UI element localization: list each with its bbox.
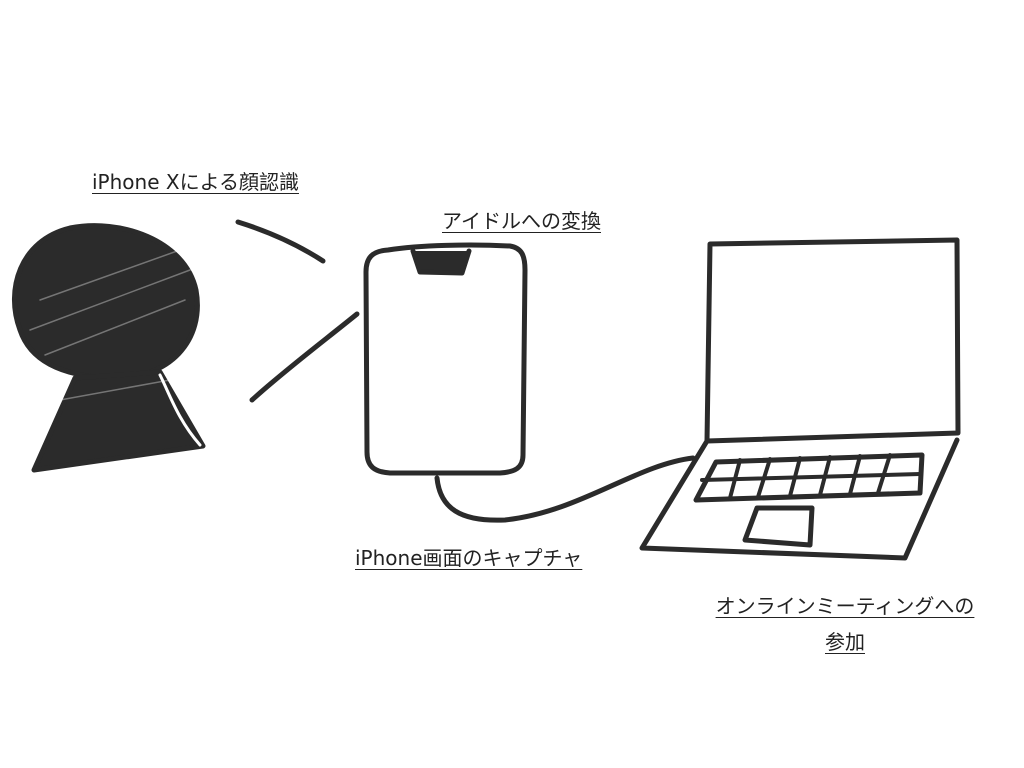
- screen-capture-label: iPhone画面のキャプチャ: [355, 546, 583, 570]
- meeting-join-label-line1: オンラインミーティングへの: [715, 594, 975, 618]
- idle-conversion-label: アイドルへの変換: [442, 209, 601, 233]
- laptop-icon: [639, 237, 961, 561]
- person-icon: [11, 223, 206, 473]
- iphone-icon: [363, 242, 528, 476]
- meeting-join-label: オンラインミーティングへの 参加: [686, 588, 1004, 660]
- recognition-lines: [235, 219, 360, 403]
- cable-icon: [434, 455, 696, 523]
- meeting-join-label-line2: 参加: [825, 630, 865, 654]
- face-recognition-label: iPhone Xによる顔認識: [92, 170, 299, 194]
